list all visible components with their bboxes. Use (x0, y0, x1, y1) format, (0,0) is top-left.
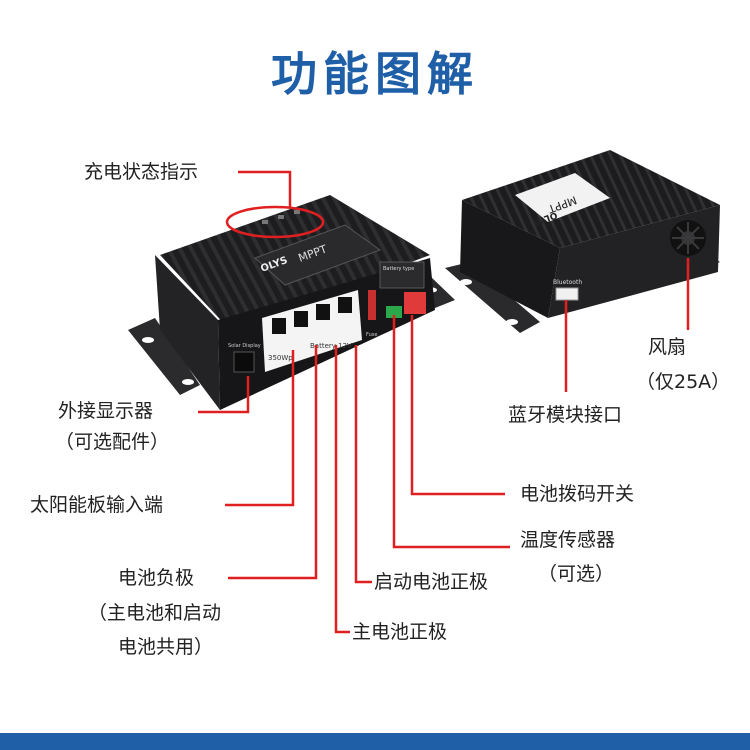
label-temp-sensor: 温度传感器 (520, 529, 616, 551)
label-dip-switch: 电池拨码开关 (520, 483, 635, 505)
port-label-solar-display: Solar Display (228, 343, 261, 349)
line-main-battery-positive (334, 345, 350, 634)
page-title: 功能图解 (271, 47, 479, 101)
callout-lines (198, 170, 690, 634)
port-label-fuse: Fuse (366, 332, 377, 338)
label-start-battery-positive: 启动电池正极 (374, 571, 489, 593)
label-battery-negative-note2: 电池共用） (118, 636, 214, 658)
dip-switch-legend: Battery type (383, 266, 414, 272)
label-temp-sensor-note: （可选） (538, 563, 615, 585)
line-ext-display (198, 376, 250, 414)
label-fan: 风扇 (648, 336, 687, 358)
line-battery-negative (228, 345, 318, 580)
bottom-bar (0, 733, 750, 750)
label-charge-indicator: 充电状态指示 (84, 161, 199, 183)
controller-front-view: OLYS MPPT 350Wp Battery 12V Solar Displa… (128, 195, 455, 410)
line-start-battery-positive (354, 345, 372, 584)
port-label-battery: Battery 12V (310, 342, 352, 350)
label-battery-negative-note1: （主电池和启动 (88, 602, 222, 624)
line-dip-switch (410, 315, 505, 496)
label-ext-display-note: （可选配件） (55, 431, 170, 453)
line-solar-input (225, 350, 295, 507)
line-charge-indicator (238, 170, 292, 207)
port-label-solar: 350Wp (268, 354, 293, 362)
label-main-battery-positive: 主电池正极 (352, 621, 448, 643)
controller-rear-view: OLYS MPPT Bluetooth (445, 150, 720, 333)
label-ext-display: 外接显示器 (58, 400, 154, 422)
rear-bluetooth-label: Bluetooth (553, 279, 582, 286)
label-battery-negative: 电池负极 (118, 567, 195, 589)
line-temp-sensor (392, 315, 510, 549)
label-solar-input: 太阳能板输入端 (30, 494, 164, 516)
label-bluetooth-port: 蓝牙模块接口 (508, 404, 623, 426)
label-fan-note: （仅25A） (636, 371, 731, 393)
charge-indicator-ring (225, 205, 325, 239)
